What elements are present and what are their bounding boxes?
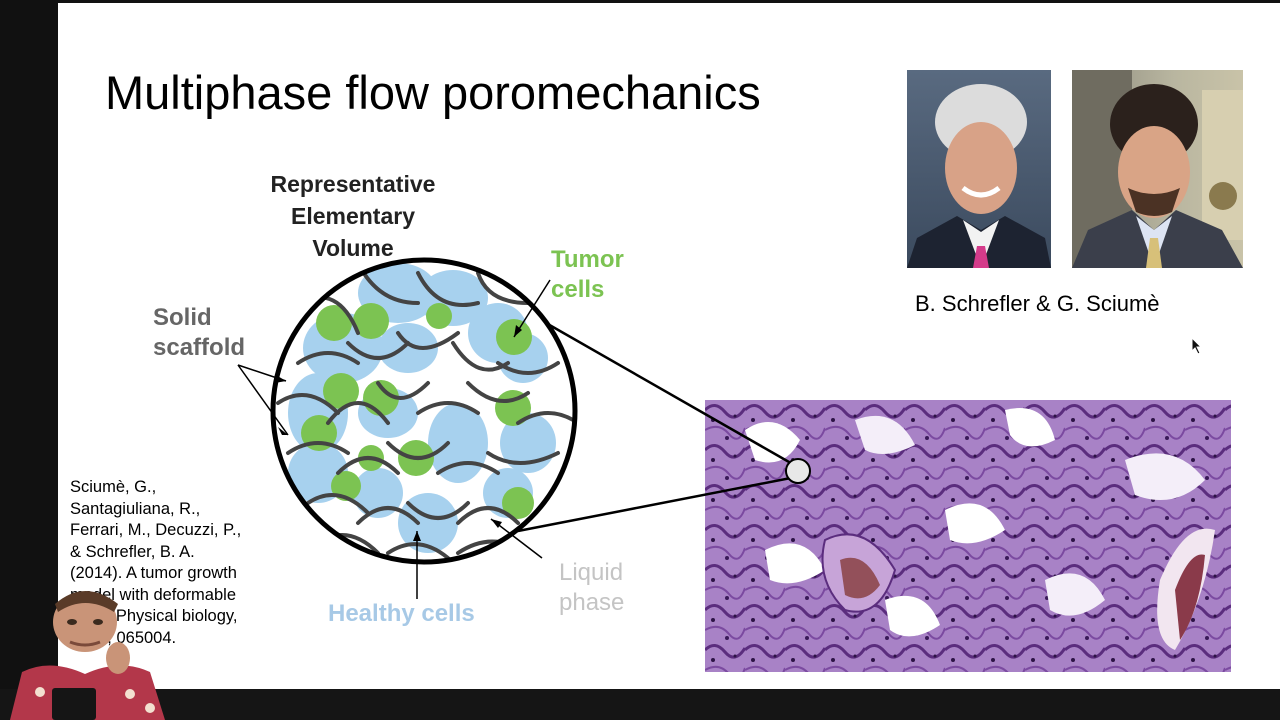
citation-line: (2014). A tumor growth — [70, 564, 237, 582]
rev-diagram — [237, 257, 811, 599]
presenter-webcam — [0, 582, 175, 720]
diagram-title-line1: Representative Elementary — [270, 171, 436, 229]
label-liquid-line1: Liquid — [559, 559, 624, 586]
citation-line: model with deformable — [70, 585, 236, 604]
citation-line: Santagiuliana, R., — [70, 499, 201, 518]
slide-title: Multiphase flow poromechanics — [105, 66, 761, 119]
citation-line: Sciumè, G., — [70, 478, 157, 496]
label-tumor-line2: cells — [551, 276, 605, 303]
label-solid-scaffold: Solid scaffold — [153, 303, 245, 363]
slide: Multiphase flow poromechanics B. Schrefl… — [58, 3, 1280, 689]
label-solid-line1: Solid — [153, 304, 212, 331]
label-liquid-line2: phase — [559, 589, 625, 616]
diagram-title-line2: Volume — [312, 235, 394, 261]
label-tumor-cells: Tumor cells — [551, 245, 624, 305]
label-solid-line2: scaffold — [153, 334, 246, 361]
histology-image — [705, 400, 1231, 672]
portrait-photo-sciume — [1072, 70, 1243, 268]
citation: Sciumè, G., Santagiuliana, R., Ferrari, … — [70, 477, 275, 649]
label-tumor-line1: Tumor — [551, 246, 624, 273]
citation-line: Ferrari, M., Decuzzi, P., — [70, 521, 242, 539]
diagram-title: Representative Elementary Volume — [208, 168, 498, 264]
photo-caption: B. Schrefler & G. Sciumè — [915, 291, 1160, 316]
bottom-bar — [0, 689, 1280, 720]
label-healthy-cells: Healthy cells — [328, 600, 475, 627]
portrait-photo-schrefler — [907, 70, 1051, 268]
citation-line: & Schrefler, B. A. — [70, 542, 195, 561]
mouse-pointer-icon — [1191, 337, 1203, 355]
label-liquid-phase: Liquid phase — [559, 558, 624, 618]
